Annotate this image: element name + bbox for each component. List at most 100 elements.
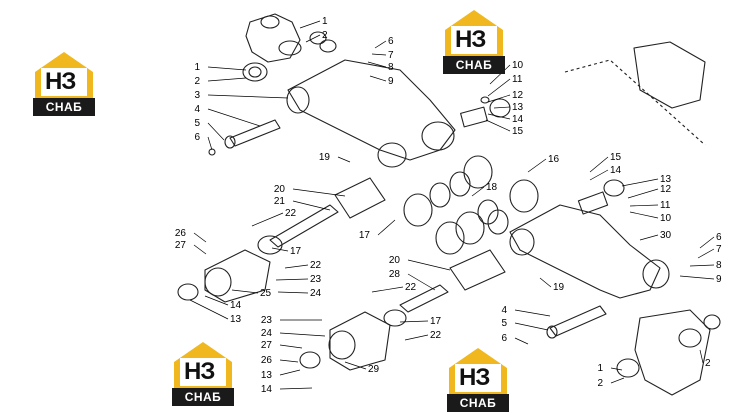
beam-bore-left bbox=[286, 86, 310, 114]
callout-number: 14 bbox=[512, 114, 524, 125]
logo-left: НЗ СНАБ bbox=[33, 50, 95, 116]
callout-number: 1 bbox=[597, 363, 603, 374]
callout-number: 8 bbox=[716, 260, 722, 271]
callout-leader bbox=[371, 53, 387, 56]
callout-number: 19 bbox=[319, 152, 331, 163]
callout-leader bbox=[279, 369, 301, 376]
callout-leader bbox=[337, 156, 351, 163]
callout-number: 27 bbox=[175, 240, 187, 251]
oring-18-a bbox=[429, 182, 451, 208]
pin-upper-left bbox=[229, 119, 281, 147]
callout-number: 20 bbox=[274, 184, 286, 195]
callout-number: 19 bbox=[553, 282, 565, 293]
callout-number: 7 bbox=[716, 244, 722, 255]
callout-number: 15 bbox=[610, 152, 622, 163]
callout-number: 6 bbox=[194, 132, 200, 143]
callout-leader bbox=[539, 277, 552, 288]
bearing-16-c bbox=[509, 179, 539, 213]
callout-leader bbox=[699, 349, 704, 364]
ring-13-lower bbox=[603, 179, 625, 197]
cap-13-center bbox=[299, 351, 321, 369]
shim-14-lower bbox=[577, 191, 609, 215]
callout-leader bbox=[629, 211, 659, 219]
callout-leader bbox=[207, 108, 261, 127]
callout-number: 26 bbox=[175, 228, 187, 239]
callout-leader bbox=[207, 66, 247, 71]
callout-leader bbox=[629, 204, 659, 207]
pin-lower-right-ring bbox=[546, 325, 558, 339]
callout-number: 28 bbox=[389, 269, 401, 280]
callout-leader bbox=[279, 344, 303, 349]
callout-leader bbox=[251, 212, 284, 227]
callout-leader bbox=[399, 320, 429, 323]
callout-number: 2 bbox=[597, 378, 603, 389]
callout-number: 27 bbox=[261, 340, 273, 351]
callout-number: 10 bbox=[512, 60, 524, 71]
callout-leader bbox=[697, 248, 715, 259]
callout-leader bbox=[369, 75, 387, 82]
callout-leader bbox=[699, 236, 715, 249]
callout-leader bbox=[231, 289, 259, 294]
pin-lower-right bbox=[549, 305, 607, 337]
bearing-left-top-inner bbox=[248, 66, 262, 78]
bearing-16-b bbox=[463, 155, 493, 189]
callout-leader bbox=[514, 309, 551, 317]
callout-leader bbox=[193, 232, 207, 243]
callout-number: 4 bbox=[501, 305, 507, 316]
walking-beam-upper bbox=[287, 59, 456, 161]
hub-29-face bbox=[328, 330, 356, 360]
callout-leader bbox=[374, 40, 387, 49]
callout-leader bbox=[621, 178, 659, 187]
callout-number: 2 bbox=[194, 76, 200, 87]
callout-leader bbox=[279, 387, 313, 390]
callout-leader bbox=[193, 244, 207, 255]
callout-number: 16 bbox=[548, 154, 560, 165]
callout-leader bbox=[487, 113, 511, 120]
callout-number: 22 bbox=[430, 330, 442, 341]
logo-roof-icon bbox=[174, 342, 232, 388]
cap-13-left bbox=[177, 283, 199, 301]
callout-number: 10 bbox=[660, 213, 672, 224]
callout-number: 1 bbox=[194, 62, 200, 73]
logo-bottom-left: НЗ СНАБ bbox=[172, 340, 234, 406]
callout-number: 8 bbox=[388, 62, 394, 73]
callout-number: 24 bbox=[261, 328, 273, 339]
logo-mark: НЗ bbox=[184, 358, 215, 385]
callout-number: 2 bbox=[705, 358, 711, 369]
callout-number: 6 bbox=[388, 36, 394, 47]
bearing-16-a bbox=[403, 193, 433, 227]
callout-leader bbox=[207, 136, 213, 151]
hub-25-left-face bbox=[204, 267, 232, 297]
callout-number: 3 bbox=[194, 90, 200, 101]
callout-number: 13 bbox=[261, 370, 273, 381]
callout-leader bbox=[189, 299, 229, 320]
callout-leader bbox=[487, 78, 511, 97]
logo-roof-icon bbox=[449, 348, 507, 394]
callout-number: 7 bbox=[388, 50, 394, 61]
logo-mark: НЗ bbox=[45, 68, 76, 95]
bearing-left-top bbox=[242, 62, 268, 82]
callout-number: 11 bbox=[660, 200, 671, 211]
callout-leader bbox=[277, 291, 309, 294]
callout-number: 4 bbox=[194, 104, 200, 115]
callout-leader bbox=[292, 188, 346, 197]
callout-leader bbox=[514, 322, 549, 331]
beam-bore-center bbox=[377, 142, 407, 168]
bearing-17-a bbox=[435, 221, 465, 255]
callout-leader bbox=[377, 219, 396, 236]
bearing-bottom bbox=[616, 358, 640, 378]
lower-beam-bore-left bbox=[509, 228, 535, 256]
callout-leader bbox=[279, 359, 299, 363]
pivot-housing-bottom bbox=[634, 309, 711, 396]
ring-17-center bbox=[383, 309, 407, 327]
callout-number: 17 bbox=[359, 230, 371, 241]
callout-leader bbox=[589, 169, 609, 181]
callout-number: 14 bbox=[230, 300, 242, 311]
ring-13-upper bbox=[489, 98, 511, 118]
pivot-bore-top bbox=[260, 15, 280, 29]
callout-leader bbox=[589, 156, 609, 173]
ring-17-left bbox=[257, 235, 283, 255]
callout-leader bbox=[471, 186, 485, 197]
